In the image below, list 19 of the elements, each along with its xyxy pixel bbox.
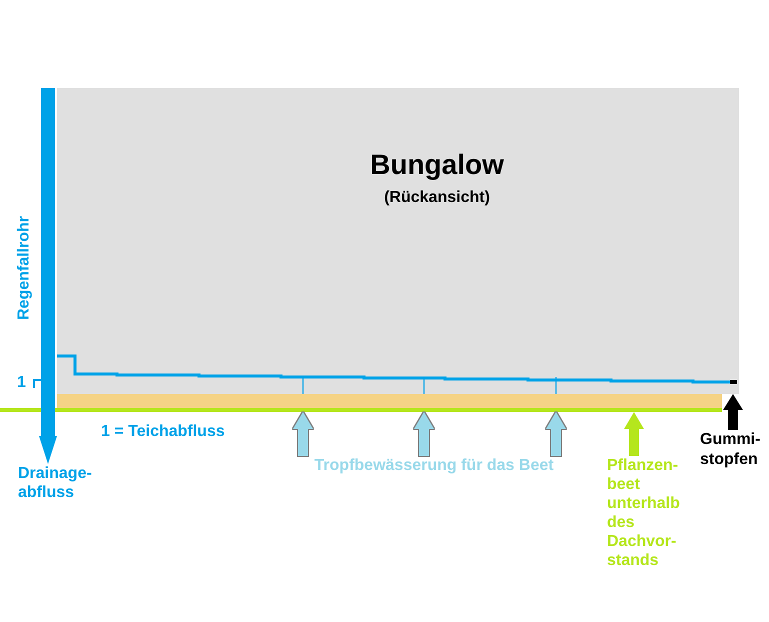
arrow	[293, 412, 313, 456]
view-caption: (Rückansicht)	[384, 188, 490, 207]
arrow	[624, 412, 644, 456]
outlet-label: Drainage- abfluss	[18, 464, 92, 502]
arrow	[546, 412, 566, 456]
drain-pipe	[57, 354, 737, 394]
pipe-label: Regenfallrohr	[14, 216, 34, 320]
plant-bed-label: Pflanzen- beet unterhalb des Dachvor- stands	[607, 456, 680, 570]
building-title: Bungalow	[370, 148, 504, 182]
key-note: 1 = Teichabfluss	[101, 422, 225, 441]
downpipe-arrow	[39, 88, 57, 464]
callout-number: 1	[17, 373, 34, 392]
leader-line	[33, 379, 41, 388]
arrow	[723, 394, 743, 430]
irrigation-label: Tropfbewässerung für das Beet	[302, 456, 566, 475]
arrow	[414, 412, 434, 456]
building-wall	[57, 88, 739, 394]
plant-bed	[57, 394, 722, 412]
plug-label: Gummi- stopfen	[700, 430, 760, 470]
